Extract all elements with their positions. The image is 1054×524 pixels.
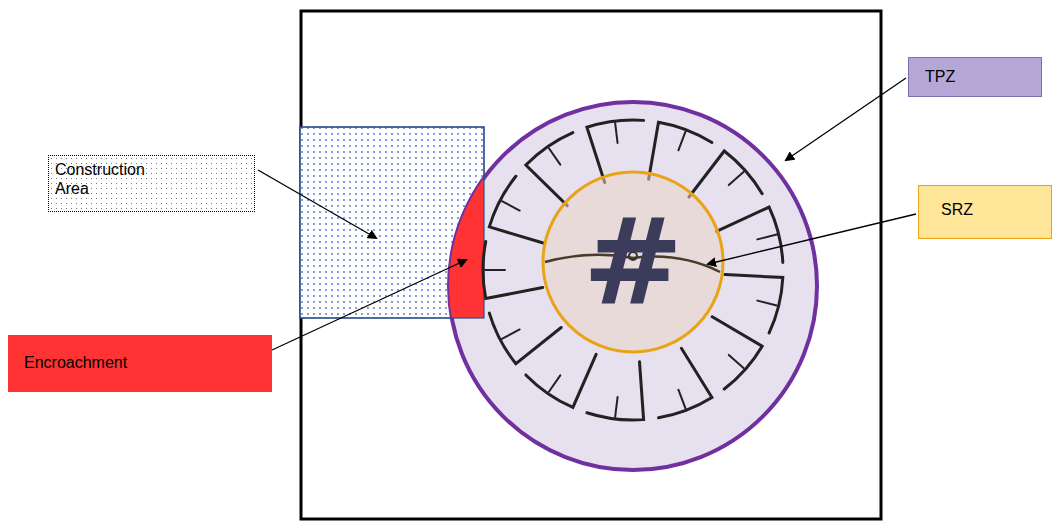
canopy-segment bbox=[526, 133, 573, 206]
canopy-segment bbox=[489, 313, 561, 364]
canopy-tick bbox=[549, 375, 560, 391]
construction-area-ground bbox=[300, 127, 484, 318]
construction-area-outline bbox=[300, 127, 484, 318]
encroachment-area bbox=[446, 127, 484, 318]
canopy-segment bbox=[649, 122, 712, 179]
label-text: TPZ bbox=[925, 67, 1031, 86]
tree-symbol: # bbox=[583, 202, 684, 322]
leader-line bbox=[258, 170, 376, 238]
canopy-tick bbox=[729, 172, 744, 185]
encroachment-label-box: Encroachment bbox=[8, 335, 272, 392]
leader-line bbox=[708, 214, 916, 264]
leader-line bbox=[272, 260, 466, 350]
canopy-segment bbox=[725, 275, 783, 333]
label-text: Construction Area bbox=[55, 160, 154, 198]
construction-area bbox=[300, 127, 484, 318]
tree-canopy bbox=[483, 120, 783, 420]
canopy-tick bbox=[485, 269, 505, 271]
zone-label-box: TPZ bbox=[908, 57, 1042, 97]
canopy-segment bbox=[712, 317, 762, 389]
tpz-circle bbox=[449, 102, 817, 470]
canopy-tick bbox=[678, 132, 685, 151]
canopy-segment bbox=[489, 176, 545, 243]
canopy-tick bbox=[757, 235, 776, 240]
label-text: SRZ bbox=[941, 200, 1041, 219]
label-text: Encroachment bbox=[24, 353, 262, 372]
zone-label-box: SRZ bbox=[918, 185, 1052, 239]
canopy-tick bbox=[757, 301, 776, 306]
site-boundary bbox=[301, 11, 881, 519]
canopy-segment bbox=[587, 362, 644, 420]
leader-line bbox=[786, 78, 906, 160]
canopy-tick bbox=[678, 390, 685, 409]
canopy-segment bbox=[526, 354, 596, 407]
canopy-segment bbox=[483, 241, 543, 298]
canopy-segment bbox=[659, 348, 712, 418]
canopy-tick bbox=[729, 355, 744, 368]
canopy-tick bbox=[502, 329, 520, 338]
canopy-tick bbox=[502, 201, 520, 210]
canopy-tick bbox=[615, 397, 617, 417]
canopy-segment bbox=[689, 151, 762, 197]
canopy-tick bbox=[615, 123, 617, 143]
srz-circle bbox=[543, 172, 723, 352]
construction-label-box: Construction Area bbox=[48, 155, 255, 212]
canopy-tick bbox=[549, 148, 560, 164]
